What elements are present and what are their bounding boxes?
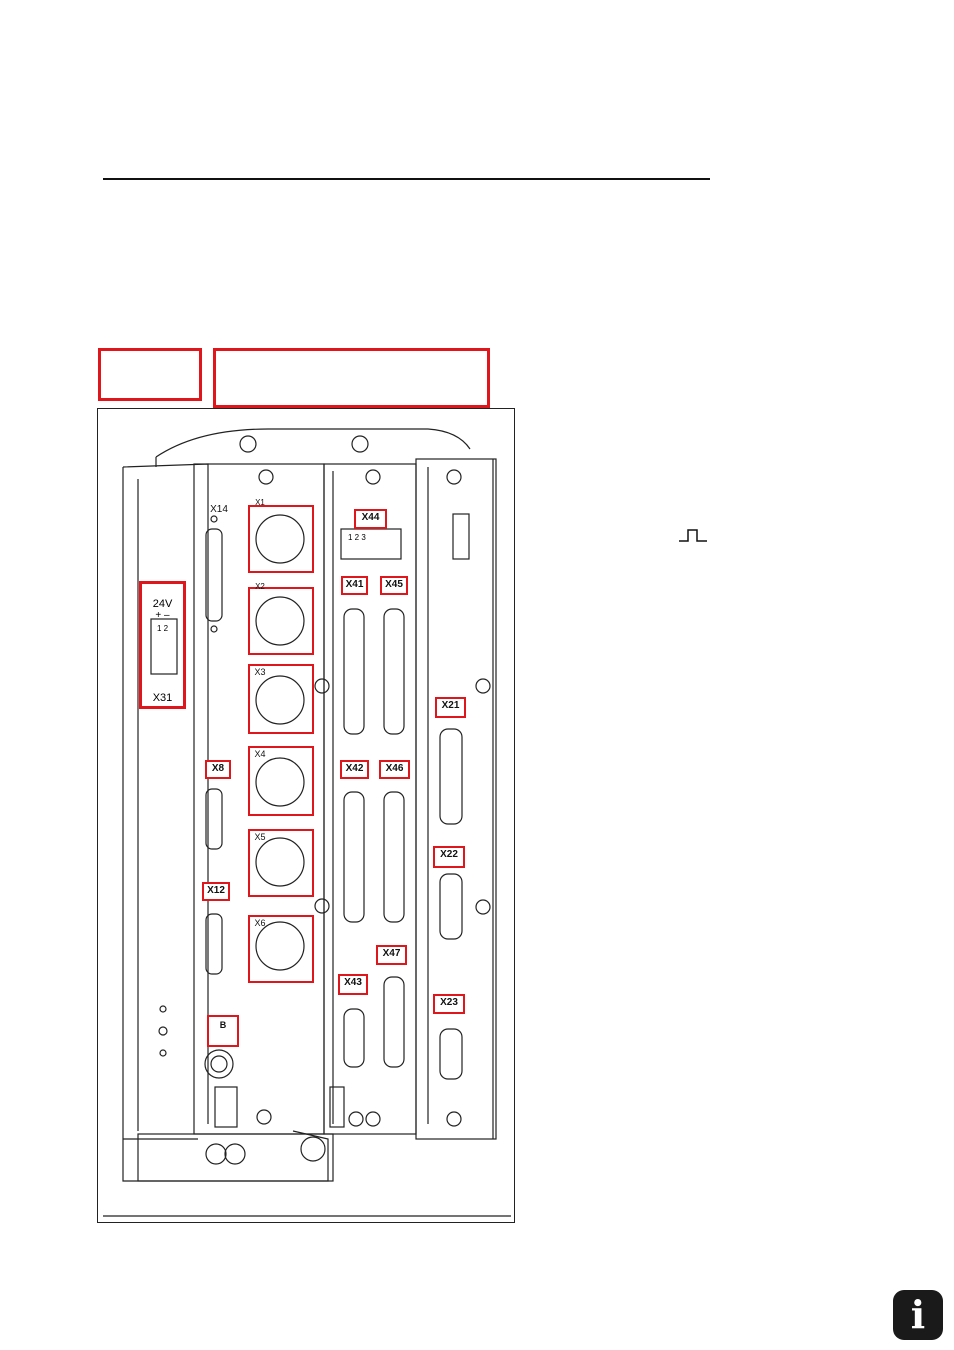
connector-x1 xyxy=(248,505,314,573)
x45-label: X45 xyxy=(380,576,408,595)
x43-label: X43 xyxy=(338,974,368,995)
x12-label: X12 xyxy=(202,882,230,901)
power-connector-block: 24V + – 1 2 X31 xyxy=(139,581,186,709)
x2-label: X2 xyxy=(255,582,265,591)
power-pins-label: 1 2 xyxy=(156,624,169,633)
x41-label: X41 xyxy=(341,576,368,595)
x1-label: X1 xyxy=(255,498,265,507)
x42-label: X42 xyxy=(340,760,369,779)
x23-label: X23 xyxy=(433,994,465,1014)
x14-label: X14 xyxy=(210,504,228,515)
header-rule xyxy=(103,178,710,180)
x4-label: X4 xyxy=(254,749,266,759)
power-polarity-label: + – xyxy=(155,610,170,621)
header-box-right xyxy=(213,348,490,408)
unit-front-view-figure: 24V + – 1 2 X31 1 2 3 X14 X1 X2 X3 X4 X5… xyxy=(97,408,515,1223)
connector-x5 xyxy=(248,829,314,897)
info-icon: i xyxy=(893,1290,943,1340)
connector-x6 xyxy=(248,915,314,983)
x5-label: X5 xyxy=(254,832,266,842)
x21-label: X21 xyxy=(435,697,466,718)
square-pulse-icon xyxy=(679,529,707,542)
connector-x4 xyxy=(248,746,314,816)
x44-pins-label: 1 2 3 xyxy=(348,533,366,542)
x44-label: X44 xyxy=(354,509,387,529)
ground-terminal-label: B xyxy=(207,1015,239,1047)
x47-label: X47 xyxy=(376,945,407,965)
x46-label: X46 xyxy=(379,760,410,779)
connector-x2 xyxy=(248,587,314,655)
x3-label: X3 xyxy=(254,667,266,677)
x8-label: X8 xyxy=(205,760,231,779)
header-box-left xyxy=(98,348,202,401)
x22-label: X22 xyxy=(433,846,465,868)
unit-drawing xyxy=(103,428,511,1217)
power-voltage-label: 24V xyxy=(152,598,173,610)
x31-label: X31 xyxy=(152,692,173,704)
connector-x3 xyxy=(248,664,314,734)
x6-label: X6 xyxy=(254,918,266,928)
